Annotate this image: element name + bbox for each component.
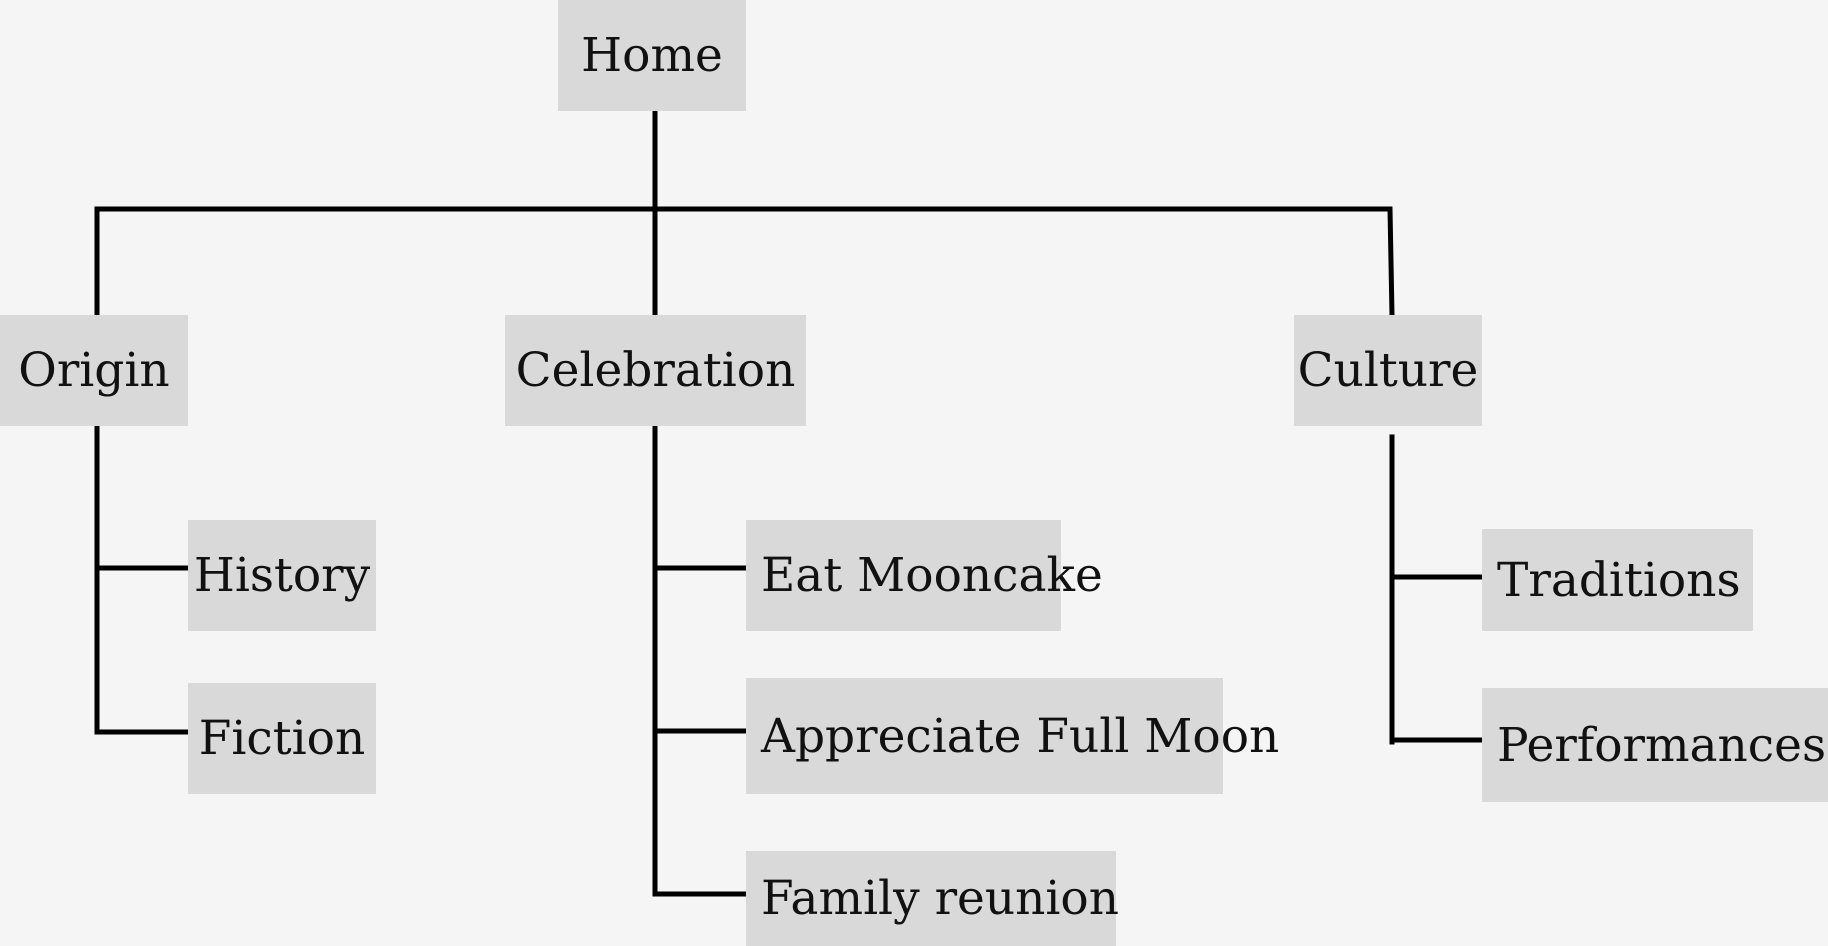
node-appreciate-full-moon-label: Appreciate Full Moon [761,708,1280,764]
connector-culture-drop [1387,206,1395,318]
node-performances-label: Performances [1497,717,1827,773]
node-celebration: Celebration [505,315,806,426]
node-origin-label: Origin [18,343,170,398]
node-traditions: Traditions [1482,529,1753,631]
node-history: History [188,520,376,631]
node-history-label: History [193,548,371,603]
node-family-reunion-label: Family reunion [761,871,1119,926]
node-appreciate-full-moon: Appreciate Full Moon [746,678,1279,794]
node-culture-label: Culture [1297,343,1479,398]
node-fiction-label: Fiction [198,711,366,766]
node-celebration-label: Celebration [515,343,796,398]
node-home: Home [558,0,746,111]
node-home-label: Home [581,28,723,83]
node-performances: Performances [1482,688,1828,802]
node-eat-mooncake: Eat Mooncake [746,520,1103,631]
node-culture: Culture [1294,315,1482,426]
node-eat-mooncake-label: Eat Mooncake [761,548,1103,603]
node-traditions-label: Traditions [1497,552,1741,608]
node-fiction: Fiction [188,683,376,794]
node-family-reunion: Family reunion [746,851,1119,946]
node-origin: Origin [0,315,188,426]
